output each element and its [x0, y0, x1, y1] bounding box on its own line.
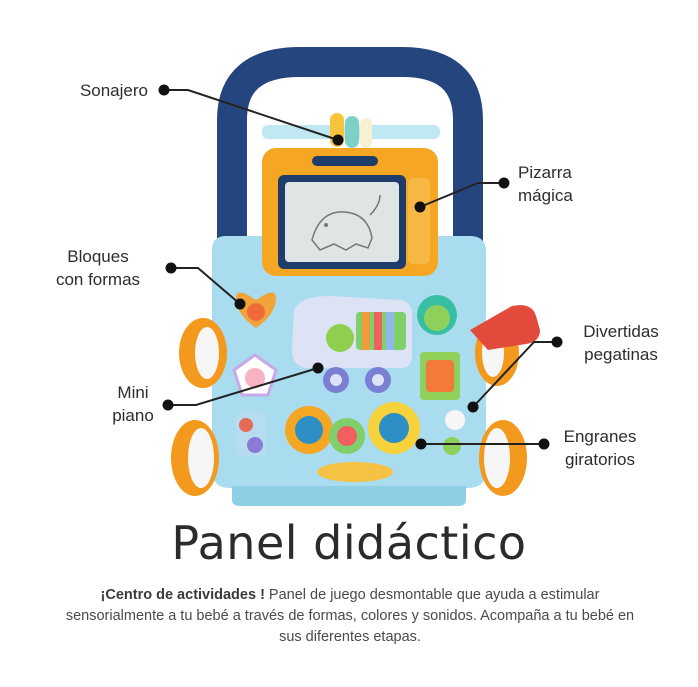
label-shape-blocks: Bloques con formas	[42, 245, 154, 291]
label-fun-stickers: Divertidas pegatinas	[562, 320, 680, 366]
leader-board	[419, 182, 502, 208]
leader-blocks	[173, 267, 241, 305]
leader-dot	[234, 298, 246, 310]
label-shape-blocks-line1: Bloques	[67, 247, 129, 266]
description: ¡Centro de actividades ! Panel de juego …	[60, 585, 640, 648]
label-mini-piano-line2: piano	[112, 406, 154, 425]
leader-dot	[467, 401, 479, 413]
label-fun-stickers-line1: Divertidas	[583, 322, 659, 341]
label-rotating-gears-line2: giratorios	[565, 450, 635, 469]
label-rattle: Sonajero	[40, 79, 148, 102]
leader-dot	[312, 362, 324, 374]
gears-group	[285, 402, 420, 454]
leader-dot	[165, 262, 177, 274]
label-fun-stickers-line2: pegatinas	[584, 345, 658, 364]
leader-rattle	[166, 89, 339, 141]
description-lead: ¡Centro de actividades !	[100, 587, 265, 603]
leader-dot	[158, 84, 170, 96]
label-shape-blocks-line2: con formas	[55, 270, 141, 289]
walker-handle	[217, 47, 483, 275]
page-title: Panel didáctico	[171, 516, 527, 570]
label-magic-board-line1: Pizarra	[518, 163, 572, 182]
label-mini-piano: Mini piano	[96, 381, 170, 427]
label-magic-board: Pizarra mágica	[518, 161, 638, 207]
leader-dot	[538, 438, 550, 450]
label-rotating-gears-line1: Engranes	[563, 427, 637, 446]
label-magic-board-line2: mágica	[518, 186, 573, 205]
leader-dot	[551, 336, 563, 348]
leader-dot	[414, 201, 426, 213]
label-rotating-gears: Engranes giratorios	[548, 425, 652, 471]
leader-dot	[332, 134, 344, 146]
leader-dot	[498, 177, 510, 189]
leader-piano	[170, 367, 319, 406]
magic-board-screen	[285, 182, 399, 262]
rattle-bead	[360, 118, 372, 148]
label-mini-piano-line1: Mini	[117, 383, 149, 402]
leader-stickers	[472, 341, 555, 408]
description-body: Panel de juego desmontable que ayuda a e…	[65, 587, 635, 645]
leader-dot	[162, 399, 174, 411]
red-hammer	[470, 305, 540, 350]
rattle-bead	[345, 116, 359, 148]
label-rattle-text: Sonajero	[79, 81, 148, 100]
leader-dot	[415, 438, 427, 450]
